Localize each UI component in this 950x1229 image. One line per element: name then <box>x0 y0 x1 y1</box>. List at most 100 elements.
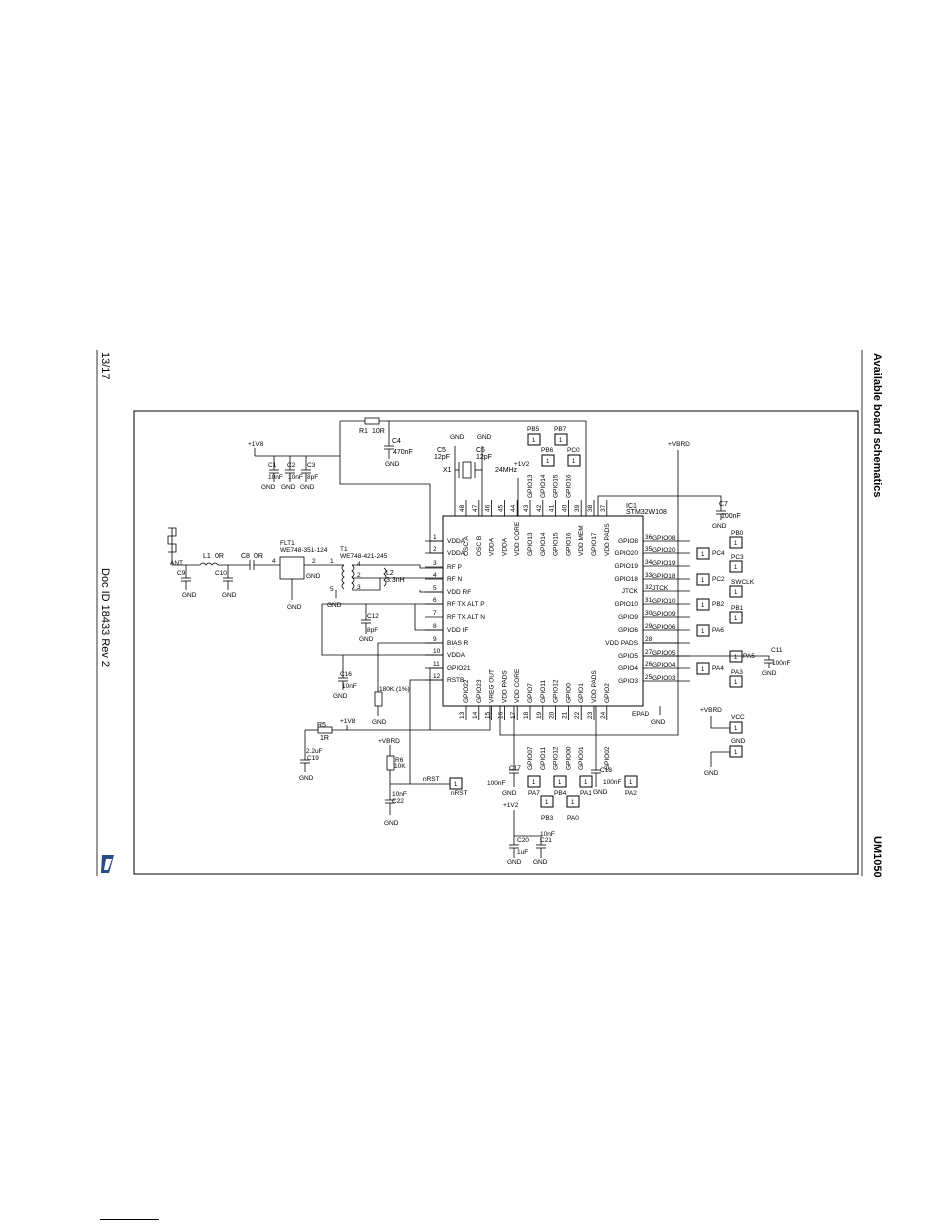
c4-value: 470nF <box>393 449 413 456</box>
pin-left-10-name: VDDA <box>447 652 466 659</box>
epad-gnd: GND <box>651 719 666 726</box>
conn-pc0-box[interactable] <box>567 454 581 467</box>
flt1-pin4: 4 <box>272 558 276 565</box>
pin-right-33-net: GPIO18 <box>652 573 676 580</box>
c16-gnd: GND <box>333 693 348 700</box>
pin-right-30-number: 30 <box>645 610 653 617</box>
pin-left-12-name: RSTB <box>447 677 464 684</box>
pin-top-41-name: GPIO15 <box>553 532 560 556</box>
c1-value: 10nF <box>268 474 283 481</box>
pin-top-42-name: GPIO14 <box>540 532 547 556</box>
pin-left-8-name: VDD IF <box>447 627 468 634</box>
c11-gnd: GND <box>762 670 777 677</box>
t1-pin4: 4 <box>357 561 361 568</box>
pin-right-33-name: GPIO18 <box>615 576 639 583</box>
conn-pb2-box[interactable] <box>696 598 710 611</box>
conn-pc2-box[interactable] <box>696 573 710 586</box>
pin-right-29-name: GPIO6 <box>618 627 638 634</box>
r5-value: 1R <box>320 735 329 742</box>
conn-pb7-box[interactable] <box>554 433 568 446</box>
conn-pb6-box[interactable] <box>541 454 555 467</box>
conn-pb5-box[interactable] <box>527 433 541 446</box>
conn-pa0-box[interactable] <box>566 795 580 808</box>
conn-pa2-box[interactable] <box>624 775 638 788</box>
conn-pa1-box[interactable] <box>579 775 593 788</box>
nrst-connector[interactable] <box>449 777 463 790</box>
rail-vbrd-reset: +VBRD <box>378 738 400 745</box>
pin-left-11-name: GPIO21 <box>447 665 471 672</box>
pin-bottom-14-number: 14 <box>472 711 479 719</box>
c12-ref: C12 <box>367 613 379 620</box>
pin-bottom-18-name: GPIO7 <box>527 683 534 703</box>
pin-bottom-24-name: GPIO2 <box>604 683 611 703</box>
conn-pb1-box[interactable] <box>729 611 743 624</box>
conn-pc0-pin: 1 <box>572 459 576 465</box>
conn-swclk-box[interactable] <box>729 585 743 598</box>
c6-ref: C6 <box>476 447 485 454</box>
r-bias-gnd: GND <box>372 719 387 726</box>
conn-pb4-pin: 1 <box>558 780 562 786</box>
c17-gnd: GND <box>502 790 517 797</box>
conn-pa7-box[interactable] <box>527 775 541 788</box>
c3-ref: C3 <box>307 462 316 469</box>
conn-pc2-label: PC2 <box>712 576 725 583</box>
conn-pb3-label: PB3 <box>541 815 554 822</box>
pin-right-25-name: GPIO3 <box>618 678 638 685</box>
c12-value: 8pF <box>367 627 378 634</box>
c21-ref: C21 <box>540 837 552 844</box>
conn-pc3-box[interactable] <box>729 560 743 573</box>
pin-right-27-net: GPIO05 <box>652 650 676 657</box>
conn-pc4-box[interactable] <box>696 547 710 560</box>
gnd-connector[interactable] <box>729 745 743 758</box>
pin-bottom-20-number: 20 <box>549 711 556 719</box>
pin-top-37-name: VDD PADS <box>604 523 611 556</box>
gnd-pin: 1 <box>734 750 738 756</box>
pin-right-30-net: GPIO09 <box>652 611 676 618</box>
c8-ref: C8 <box>241 553 250 560</box>
conn-pa5-box[interactable] <box>729 650 743 663</box>
conn-pa6-box[interactable] <box>696 624 710 637</box>
pin-right-36-name: GPIO8 <box>618 538 638 545</box>
pin-bottom-22-number: 22 <box>574 711 581 719</box>
conn-pa4-box[interactable] <box>696 662 710 675</box>
conn-pb3-box[interactable] <box>540 795 554 808</box>
pin-right-35-number: 35 <box>645 546 653 553</box>
gnd-conn-ground: GND <box>704 770 719 777</box>
ant-label: ANT <box>170 560 183 567</box>
c7-gnd: GND <box>712 523 727 530</box>
pin-left-9-number: 9 <box>433 636 437 643</box>
c18-ref: C18 <box>600 767 612 774</box>
c19-ref: C19 <box>307 755 319 762</box>
t1-part: WE748-421-245 <box>340 553 388 560</box>
conn-swclk-label: SWCLK <box>731 579 755 586</box>
pin-bottom-21-name: GPIO0 <box>565 683 572 703</box>
conn-pa3-box[interactable] <box>729 675 743 688</box>
pin-right-31-name: GPIO10 <box>615 601 639 608</box>
ic-epad: EPAD <box>632 711 650 718</box>
conn-pb2-pin: 1 <box>701 603 705 609</box>
nrst-net: nRST <box>423 776 440 783</box>
t1-gnd: GND <box>327 602 342 609</box>
pin-left-1-name: VDDA <box>447 538 466 545</box>
conn-pa0-label: PA0 <box>567 815 579 822</box>
r6-ref: R6 <box>395 757 404 764</box>
pin-bottom-16-name: VDD PADS <box>501 670 508 703</box>
pin-right-26-name: GPIO4 <box>618 665 638 672</box>
t1-pin1: 1 <box>330 558 334 565</box>
flt1-part: WE748-351-124 <box>280 547 328 554</box>
bottom-net-GPIO11: GPIO11 <box>540 747 547 770</box>
conn-pb4-box[interactable] <box>553 775 567 788</box>
c4-ref: C4 <box>392 438 401 445</box>
conn-pa7-pin: 1 <box>532 780 536 786</box>
conn-pb5-pin: 1 <box>532 438 536 444</box>
conn-pb3-pin: 1 <box>545 800 549 806</box>
pin-left-8-number: 8 <box>433 623 437 630</box>
rail-1v8-top: +1V8 <box>248 441 264 448</box>
pin-bottom-19-name: GPIO11 <box>540 680 547 703</box>
conn-pc3-pin: 1 <box>734 565 738 571</box>
vcc-connector[interactable] <box>729 721 743 734</box>
conn-pb4-label: PB4 <box>554 790 567 797</box>
l1-value: 0R <box>215 553 224 560</box>
conn-swclk-pin: 1 <box>734 590 738 596</box>
conn-pb0-box[interactable] <box>729 536 743 549</box>
